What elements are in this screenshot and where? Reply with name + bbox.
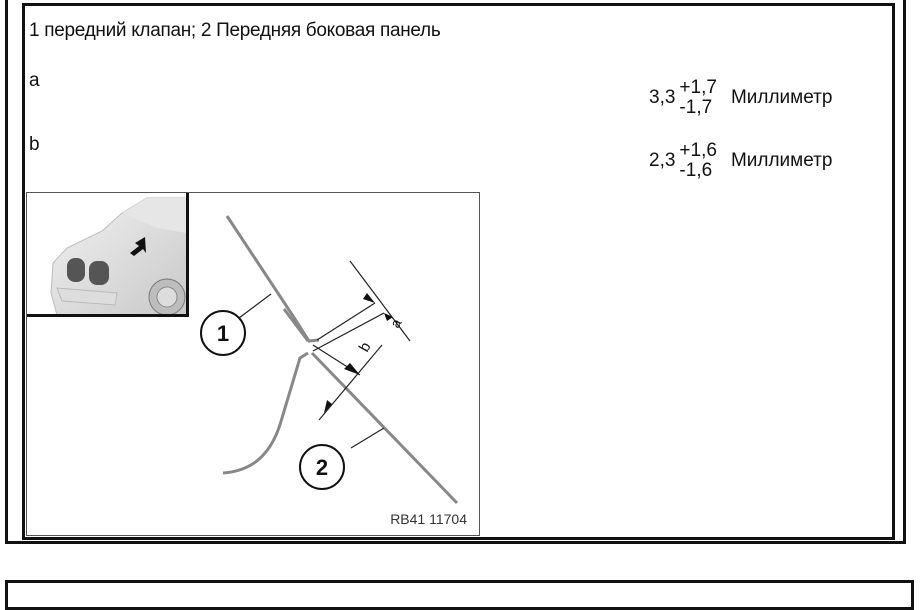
- next-table-cell: [5, 580, 914, 610]
- callout-2: 2: [299, 444, 345, 490]
- technical-figure: a b 1 2 RB41 11704: [26, 192, 480, 536]
- svg-text:1: 1: [217, 321, 229, 346]
- nominal-value: 3,3: [649, 87, 676, 108]
- unit-label: Миллиметр: [730, 150, 833, 171]
- tolerance: +1,6 -1,6: [679, 141, 717, 181]
- svg-text:2: 2: [316, 455, 328, 480]
- gap-diagram: a b 1 2: [200, 215, 459, 505]
- measurement-label-a: a: [29, 70, 40, 91]
- fender-line: [222, 351, 309, 475]
- spec-table-cell: 1 передний клапан; 2 Передняя боковая па…: [22, 3, 895, 540]
- dim-label-a: a: [387, 316, 405, 331]
- measurement-value-a: 3,3 +1,7 -1,7 Миллиметр: [649, 78, 832, 118]
- tolerance: +1,7 -1,7: [679, 78, 717, 118]
- tolerance-minus: -1,6: [679, 160, 713, 181]
- outer-frame: [5, 0, 906, 544]
- measurement-label-b: b: [29, 134, 40, 155]
- figure-code: RB41 11704: [390, 511, 467, 527]
- tolerance-plus: +1,6: [679, 140, 717, 161]
- nominal-value: 2,3: [649, 150, 676, 171]
- hood-panel-line: [225, 215, 320, 343]
- unit-label: Миллиметр: [730, 87, 833, 108]
- legend-title: 1 передний клапан; 2 Передняя боковая па…: [29, 20, 441, 41]
- tolerance-plus: +1,7: [679, 77, 717, 98]
- dim-label-b: b: [356, 339, 375, 355]
- car-thumbnail: [27, 193, 189, 317]
- callout-1: 1: [200, 310, 246, 356]
- tolerance-minus: -1,7: [679, 97, 713, 118]
- measurement-value-b: 2,3 +1,6 -1,6 Миллиметр: [649, 141, 832, 181]
- car-front-arrow-icon: [50, 197, 186, 314]
